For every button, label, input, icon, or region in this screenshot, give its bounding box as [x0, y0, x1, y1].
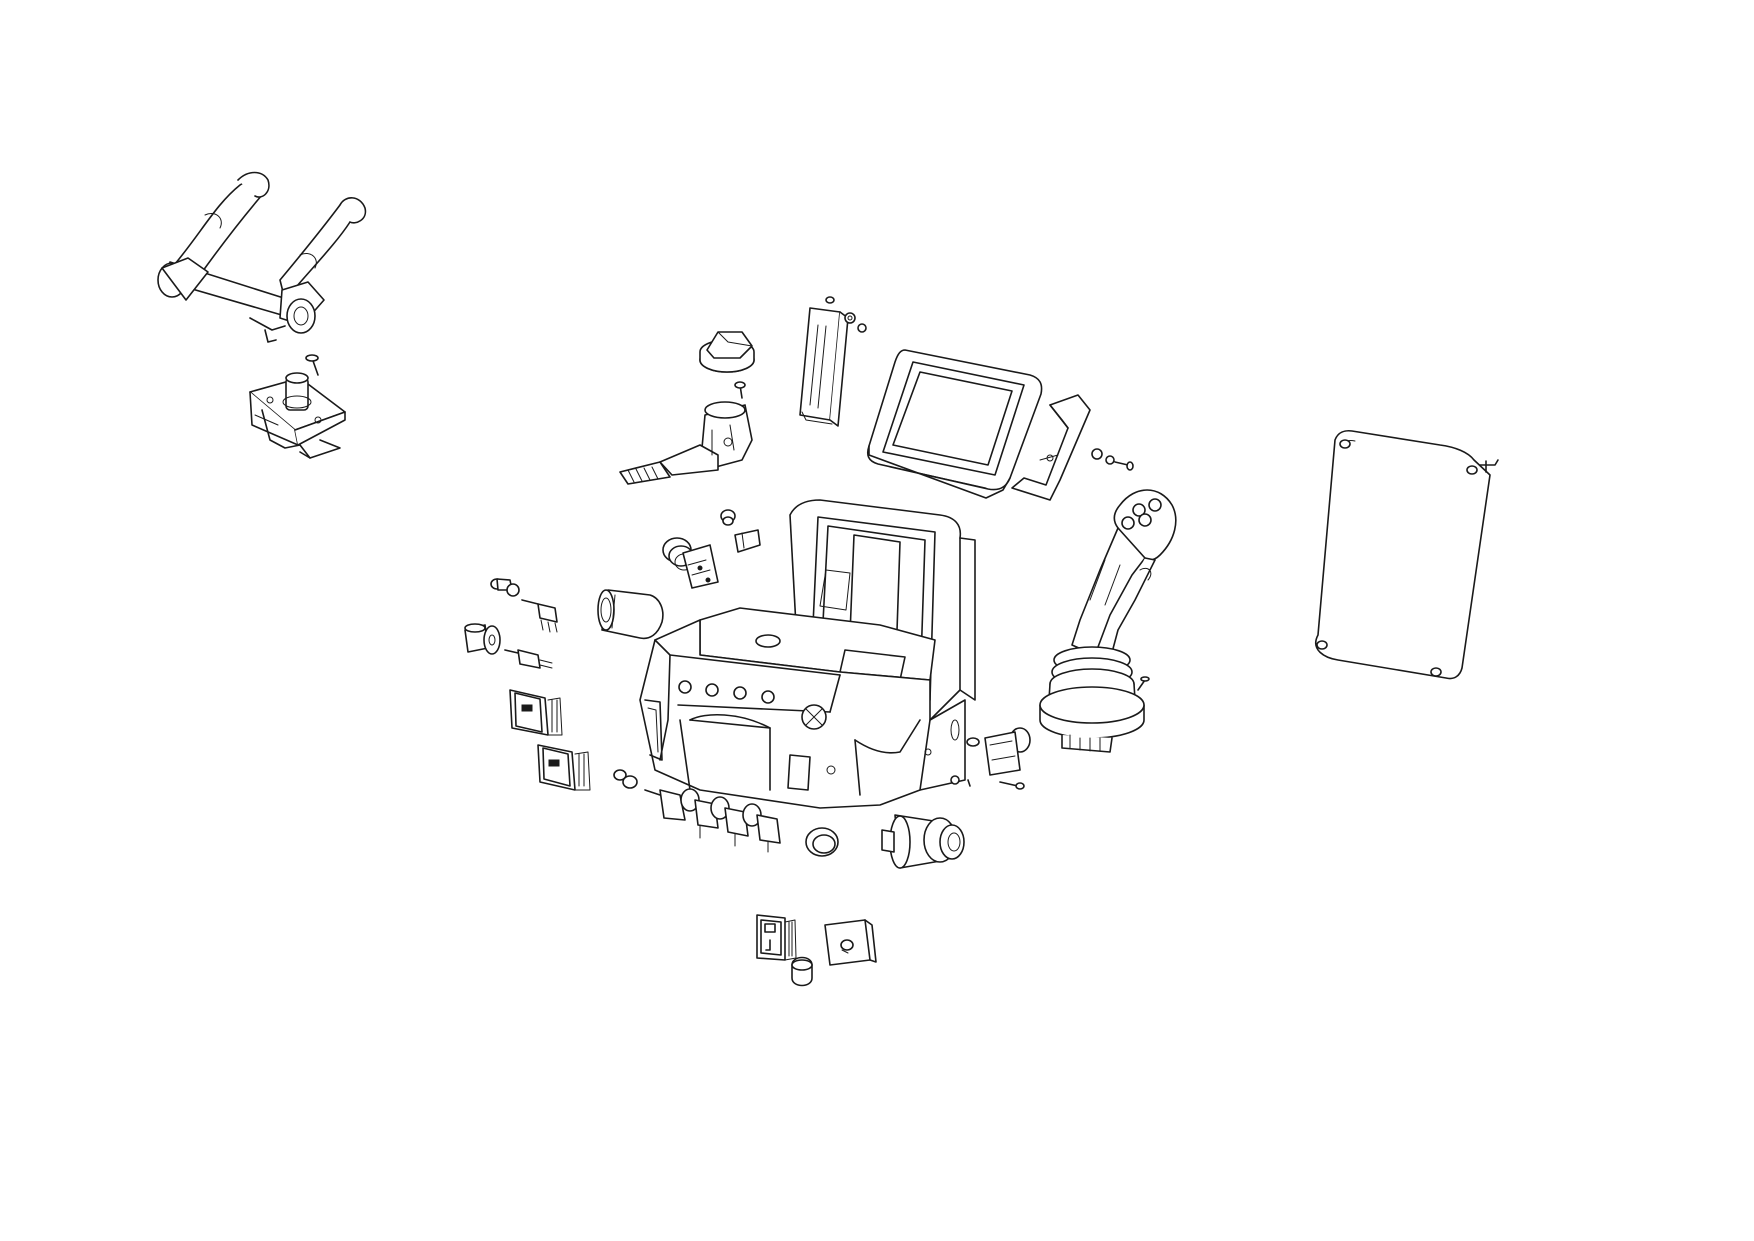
- cover-plate: [1315, 429, 1499, 680]
- rotary-knob-cap: [699, 331, 755, 373]
- ignition-switch: [662, 509, 761, 589]
- round-connector: [881, 814, 965, 869]
- pivot-mount: [249, 354, 346, 459]
- small-cover: [824, 919, 877, 966]
- control-console-housing: [639, 499, 976, 809]
- handlebar: [157, 171, 367, 343]
- monitor-mount: [1011, 394, 1134, 501]
- rocker-switches: [509, 689, 591, 791]
- joystick: [1039, 489, 1177, 753]
- toggle-switches: [464, 578, 558, 669]
- display-monitor: [866, 349, 1043, 499]
- bottom-rocker-switch: [756, 914, 797, 961]
- grommet: [805, 827, 839, 857]
- pushbutton: [791, 956, 813, 987]
- connector-plug: [597, 589, 664, 640]
- side-switch-assembly: [950, 727, 1031, 790]
- rail-bracket: [799, 296, 867, 427]
- rotary-switch: [619, 381, 753, 485]
- pushbutton-row: [613, 769, 781, 853]
